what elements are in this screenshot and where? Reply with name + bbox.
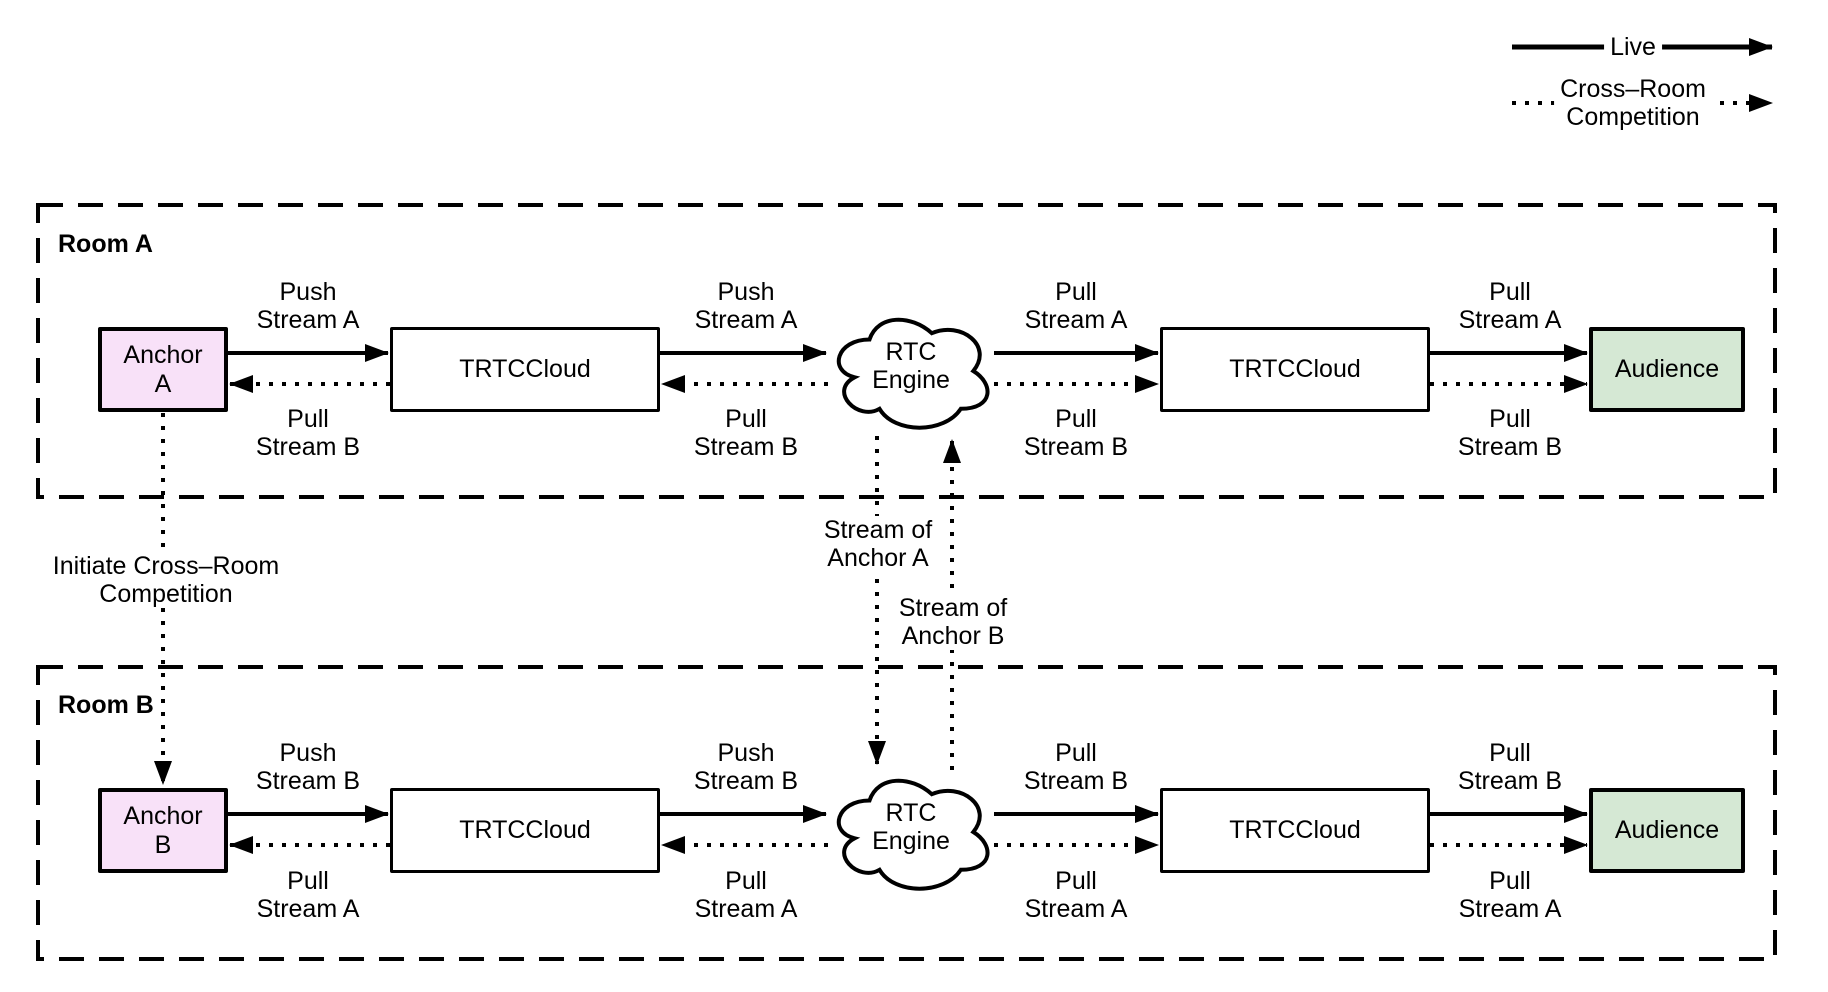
legend-cross-room-label: Cross–Room Competition: [1554, 75, 1712, 131]
stream-of-anchor-a-label: Stream of Anchor A: [817, 516, 939, 572]
node-trtccloud-a-right: TRTCCloud: [1160, 327, 1430, 412]
node-trtccloud-b-right: TRTCCloud: [1160, 788, 1430, 873]
node-audience-b: Audience: [1589, 788, 1745, 873]
room-a-border: [36, 203, 1777, 499]
initiate-cross-room-label: Initiate Cross–Room Competition: [46, 552, 286, 608]
room-b-border: [36, 665, 1777, 961]
node-anchor-a: Anchor A: [98, 327, 228, 412]
legend-live-label: Live: [1604, 33, 1662, 61]
node-rtc-engine-a-label: RTC Engine: [872, 338, 950, 394]
room-b-title: Room B: [58, 691, 154, 719]
rtc-engine-cloud-room-a: [836, 317, 990, 430]
node-rtc-engine-b-label: RTC Engine: [872, 799, 950, 855]
node-audience-a: Audience: [1589, 327, 1745, 412]
rtc-engine-cloud-room-b: [836, 778, 990, 891]
node-trtccloud-b-left: TRTCCloud: [390, 788, 660, 873]
node-anchor-b: Anchor B: [98, 788, 228, 873]
room-a-title: Room A: [58, 230, 153, 258]
stream-of-anchor-b-label: Stream of Anchor B: [892, 594, 1014, 650]
node-trtccloud-a-left: TRTCCloud: [390, 327, 660, 412]
